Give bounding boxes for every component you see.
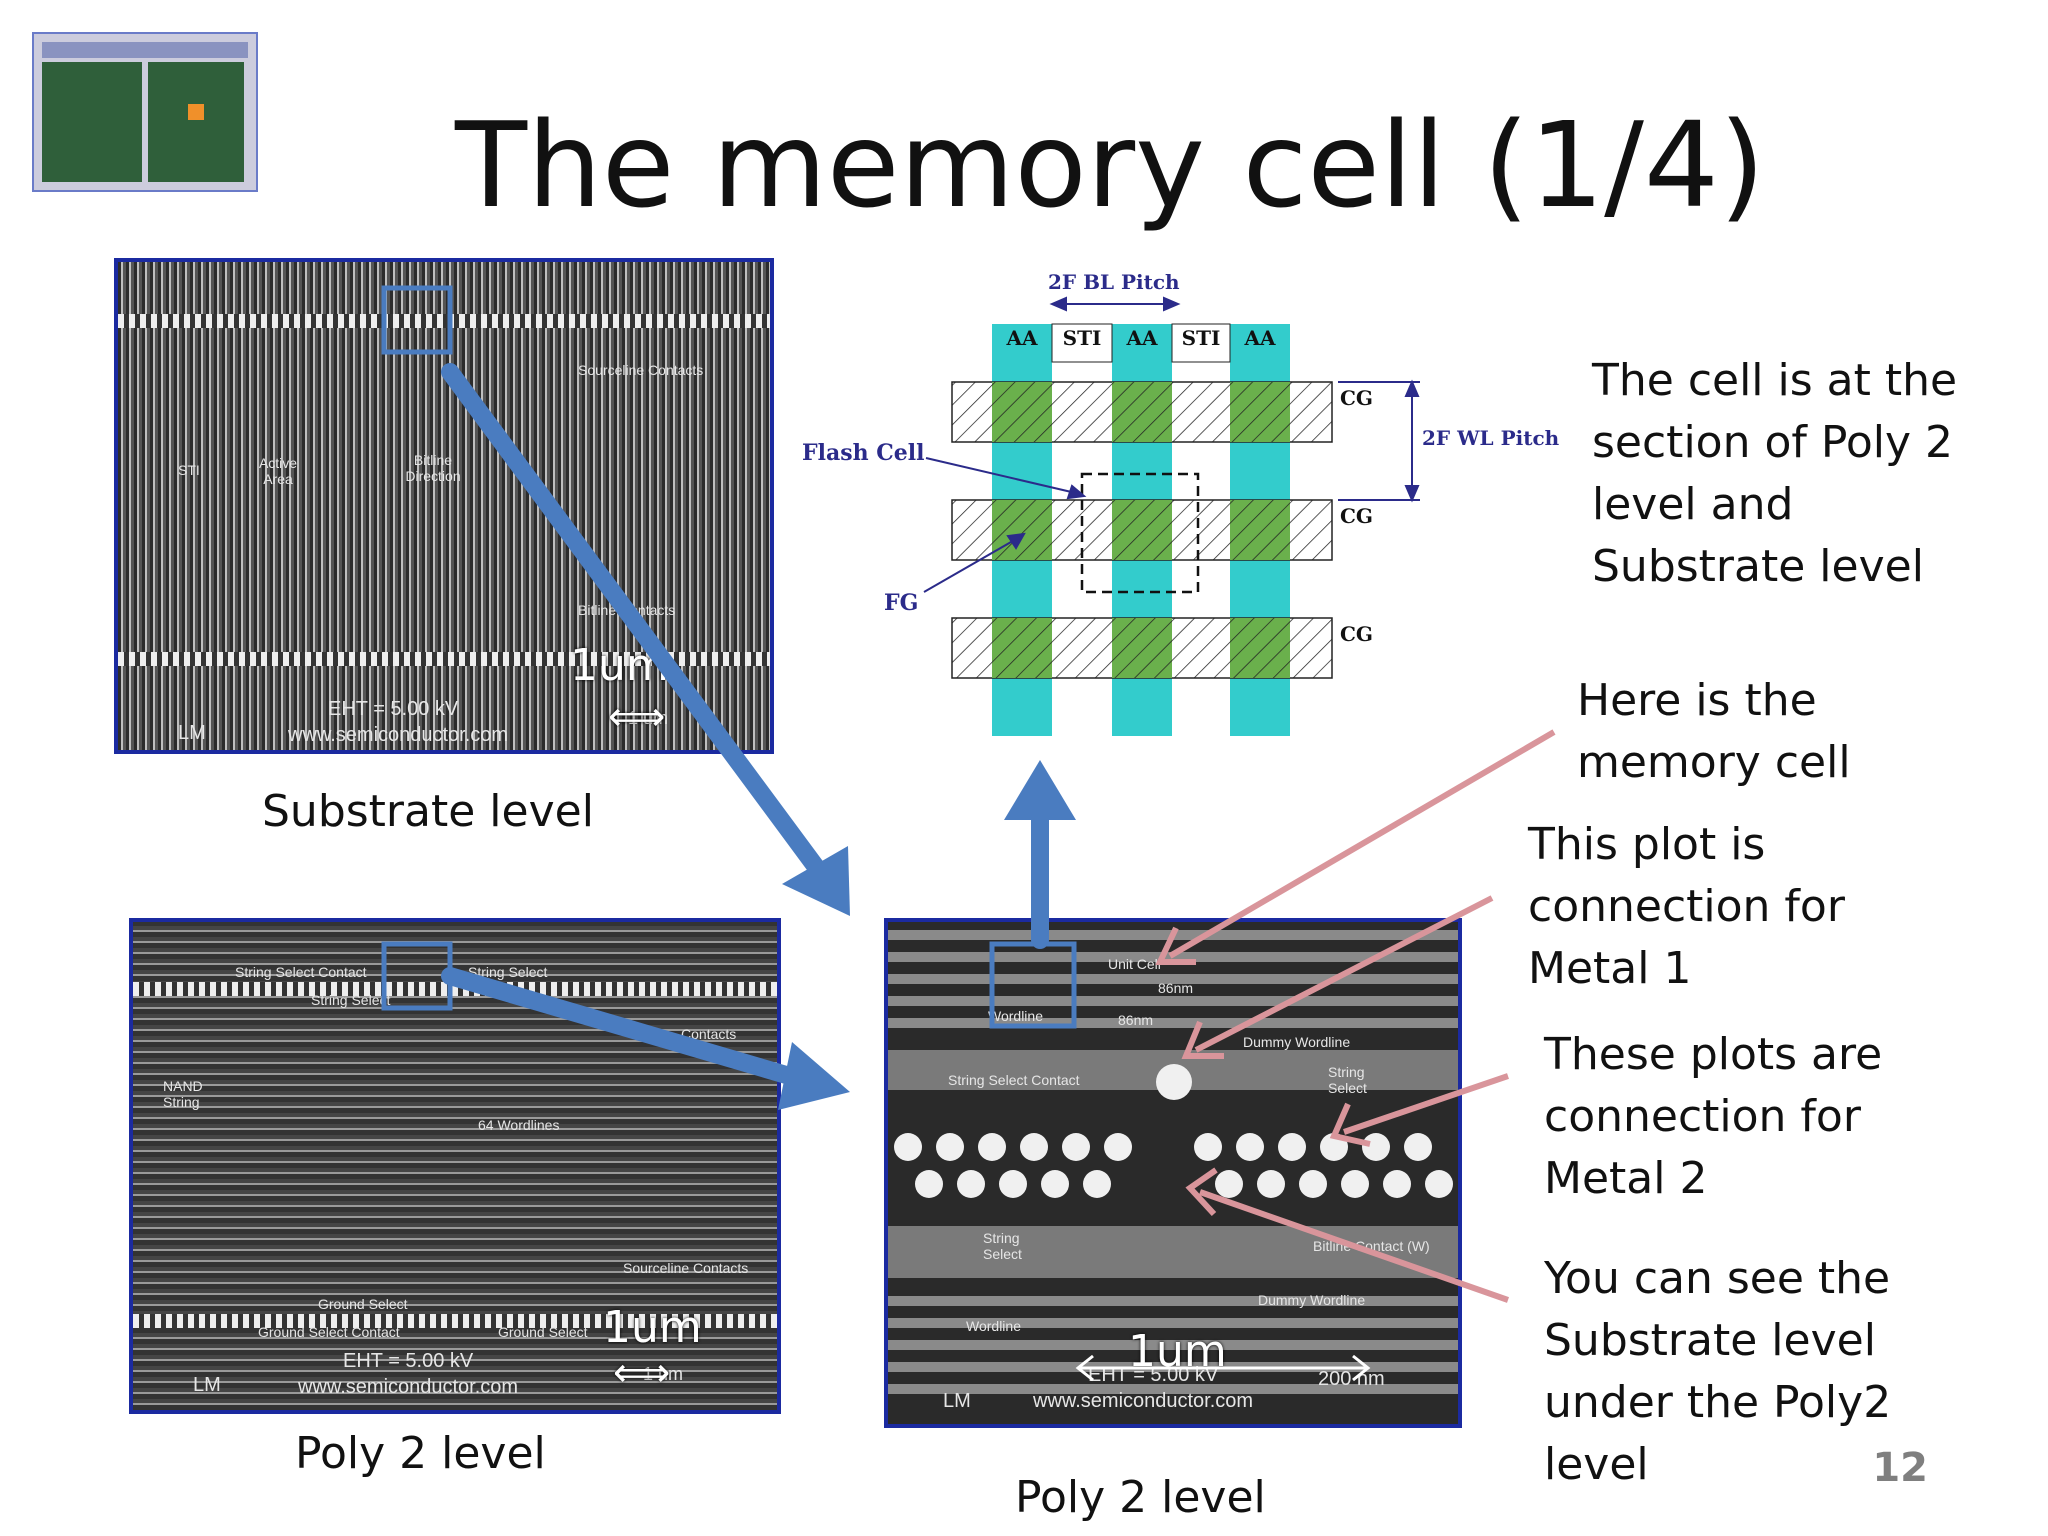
highlight-box [989,941,1077,1029]
double-arrow-icon: ⟺ [608,694,666,740]
blue-arrow [441,363,839,895]
metal2-note: These plots are connection for Metal 2 [1544,1029,1883,1204]
pink-arrow [1168,729,1556,959]
column-label-sti: STI [1181,326,1221,350]
bitline-direction-label: Bitline Direction [405,452,461,484]
poly2-left-caption: Poly 2 level [295,1428,546,1479]
active-area-label: Active Area [258,455,298,487]
scale-label: 1 um [643,1364,684,1384]
poly2-zoom-sem-image: Unit Cell 86nm 86nm Wordline Dummy Wordl… [884,918,1462,1428]
scale-label: 1 um [628,708,669,728]
scale-label: 200 nm [1318,1368,1385,1390]
substrate-caption: Substrate level [262,786,594,837]
ssc-label: String Select Contact [948,1072,1080,1088]
gsc-label: Ground Select Contact [258,1324,400,1340]
flash-cell-box [1080,472,1200,594]
substrate-note: You can see the Substrate level under th… [1544,1253,1892,1490]
sti-label: STI [178,462,200,478]
gs-label: Ground Select [318,1296,408,1312]
flash-cell-label: Flash Cell [802,440,925,466]
eht-label: EHT = 5.00 kV [328,698,459,720]
cg-bands [951,381,1333,679]
column-label-sti: STI [1062,326,1102,350]
width-86-label: 86nm [1158,980,1194,996]
thumbnail-image [32,32,258,192]
fg-label: FG [884,590,919,616]
pink-arrow [1194,895,1494,1053]
ss-left-label: String Select [983,1230,1022,1262]
wl-pitch-label: 2F WL Pitch [1422,426,1560,450]
blue-arrow [441,967,819,1091]
cg-label-1: CG [1340,386,1373,410]
nand-string-label: NAND String [163,1078,203,1110]
ss-label-2: String Select [311,992,391,1008]
blue-arrowhead-icon [782,846,850,916]
eht-label: EHT = 5.00 kV [343,1350,474,1372]
lm-label: LM [193,1374,221,1396]
ssc-label: String Select Contact [235,964,367,980]
pink-arrow [1199,1189,1509,1303]
ss-right-label: String Select [1328,1064,1367,1096]
dummy-wordline-bottom-label: Dummy Wordline [1258,1292,1366,1308]
lm-label: LM [178,722,206,744]
nand-cell-diagram [923,296,1420,736]
slide-title: The memory cell (1/4) [455,96,1766,234]
contacts-label: Contacts [681,1026,737,1042]
site-label: www.semiconductor.com [1033,1390,1254,1412]
substrate-sem-image: Sourceline Contacts STI Active Area Bitl… [114,258,774,754]
wordline-label: Wordline [988,1008,1043,1024]
metal1-note: This plot is connection for Metal 1 [1528,819,1845,994]
height-86-label: 86nm [1118,1012,1154,1028]
gs2-label: Ground Select [498,1324,588,1340]
blue-arrowhead-icon [1004,760,1076,820]
cg-label-3: CG [1340,622,1373,646]
site-label: www.semiconductor.com [298,1376,519,1398]
sourceline-label: Sourceline Contacts [623,1260,749,1276]
here-note: Here is the memory cell [1577,675,1851,788]
unit-cell-label: Unit Cell [1108,956,1161,972]
wordlines-label: 64 Wordlines [478,1117,560,1133]
dummy-wordline-top-label: Dummy Wordline [1243,1034,1351,1050]
column-labels: AA STI AA STI AA [992,326,1290,362]
wordline2-label: Wordline [966,1318,1021,1334]
site-label: www.semiconductor.com [288,724,509,746]
poly2-overview-sem-image: String Select Contact String Select Stri… [129,918,781,1414]
overlay-scale-label: 1um [603,1302,702,1353]
blue-arrowhead-icon [778,1042,850,1110]
scale-double-arrow-icon [1075,1354,1371,1382]
highlight-box [381,285,453,355]
column-label-aa: AA [1244,326,1276,350]
pink-arrow [1343,1073,1509,1135]
lm-label: LM [943,1390,971,1412]
sourceline-contacts-label: Sourceline Contacts [578,362,704,378]
page-number: 12 [1872,1445,1928,1491]
column-label-aa: AA [1006,326,1038,350]
cell-section-note: The cell is at the section of Poly 2 lev… [1592,355,1958,592]
poly2-right-caption: Poly 2 level [1015,1472,1266,1523]
double-arrow-icon: ⟺ [613,1350,671,1396]
highlight-box [381,941,453,1011]
bl-pitch-label: 2F BL Pitch [1048,270,1180,294]
cg-label-2: CG [1340,504,1373,528]
ss-label-1: String Select [468,964,548,980]
column-label-aa: AA [1126,326,1158,350]
